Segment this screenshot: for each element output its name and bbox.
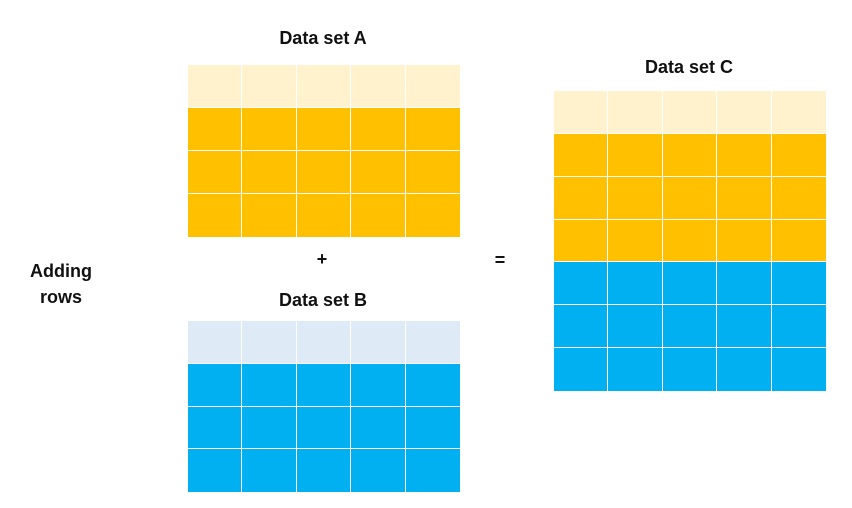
table-cell <box>608 348 663 391</box>
table-cell <box>188 363 243 407</box>
table-cell <box>188 151 243 194</box>
table-cell <box>242 108 297 151</box>
header-cell <box>242 65 297 108</box>
data-set-a-grid <box>187 65 460 237</box>
table-cell <box>296 363 352 407</box>
table-cell <box>662 262 718 306</box>
table-cell <box>405 406 460 450</box>
header-cell <box>554 91 609 134</box>
plus-sign: + <box>316 249 328 269</box>
table-cell <box>717 262 772 306</box>
header-cell <box>351 65 406 108</box>
header-cell <box>662 91 718 134</box>
table-cell <box>188 449 243 492</box>
table-cell <box>296 151 352 194</box>
table-cell <box>771 133 826 177</box>
side-label: Adding rows <box>30 261 92 307</box>
table-cell <box>554 176 609 220</box>
header-cell <box>771 91 826 134</box>
table-cell <box>608 176 663 220</box>
table-cell <box>662 176 718 220</box>
table-cell <box>554 348 609 391</box>
table-cell <box>662 133 718 177</box>
table-cell <box>296 194 352 237</box>
table-cell <box>554 305 609 349</box>
data-set-c-title: Data set C <box>644 57 734 77</box>
table-cell <box>242 194 297 237</box>
header-cell <box>405 321 460 364</box>
header-cell <box>351 321 406 364</box>
table-cell <box>662 348 718 391</box>
table-cell <box>717 348 772 391</box>
table-cell <box>771 176 826 220</box>
table-cell <box>608 305 663 349</box>
table-cell <box>662 219 718 263</box>
table-cell <box>405 108 460 151</box>
header-cell <box>717 91 772 134</box>
header-cell <box>608 91 663 134</box>
table-cell <box>242 151 297 194</box>
table-cell <box>608 219 663 263</box>
table-cell <box>608 133 663 177</box>
table-cell <box>351 151 406 194</box>
table-cell <box>188 194 243 237</box>
table-cell <box>771 348 826 391</box>
data-set-c-grid <box>553 91 826 391</box>
data-set-a-title: Data set A <box>279 28 367 48</box>
table-cell <box>405 194 460 237</box>
table-cell <box>351 406 406 450</box>
table-cell <box>242 449 297 492</box>
table-cell <box>188 108 243 151</box>
table-cell <box>554 262 609 306</box>
table-cell <box>771 219 826 263</box>
header-cell <box>405 65 460 108</box>
table-cell <box>554 219 609 263</box>
table-cell <box>771 262 826 306</box>
table-cell <box>717 305 772 349</box>
table-cell <box>296 449 352 492</box>
table-cell <box>717 176 772 220</box>
table-cell <box>351 194 406 237</box>
table-cell <box>771 305 826 349</box>
table-cell <box>242 363 297 407</box>
table-cell <box>662 305 718 349</box>
equals-sign: = <box>494 250 506 270</box>
table-cell <box>717 133 772 177</box>
table-cell <box>296 108 352 151</box>
table-cell <box>608 262 663 306</box>
table-cell <box>717 219 772 263</box>
data-set-b-title: Data set B <box>278 290 368 310</box>
header-cell <box>188 321 243 364</box>
header-cell <box>296 321 352 364</box>
table-cell <box>405 449 460 492</box>
table-cell <box>351 449 406 492</box>
table-cell <box>405 363 460 407</box>
data-set-b-grid <box>187 321 460 492</box>
header-cell <box>296 65 352 108</box>
table-cell <box>351 363 406 407</box>
header-cell <box>188 65 243 108</box>
table-cell <box>242 406 297 450</box>
table-cell <box>554 133 609 177</box>
table-cell <box>188 406 243 450</box>
table-cell <box>351 108 406 151</box>
header-cell <box>242 321 297 364</box>
table-cell <box>405 151 460 194</box>
table-cell <box>296 406 352 450</box>
